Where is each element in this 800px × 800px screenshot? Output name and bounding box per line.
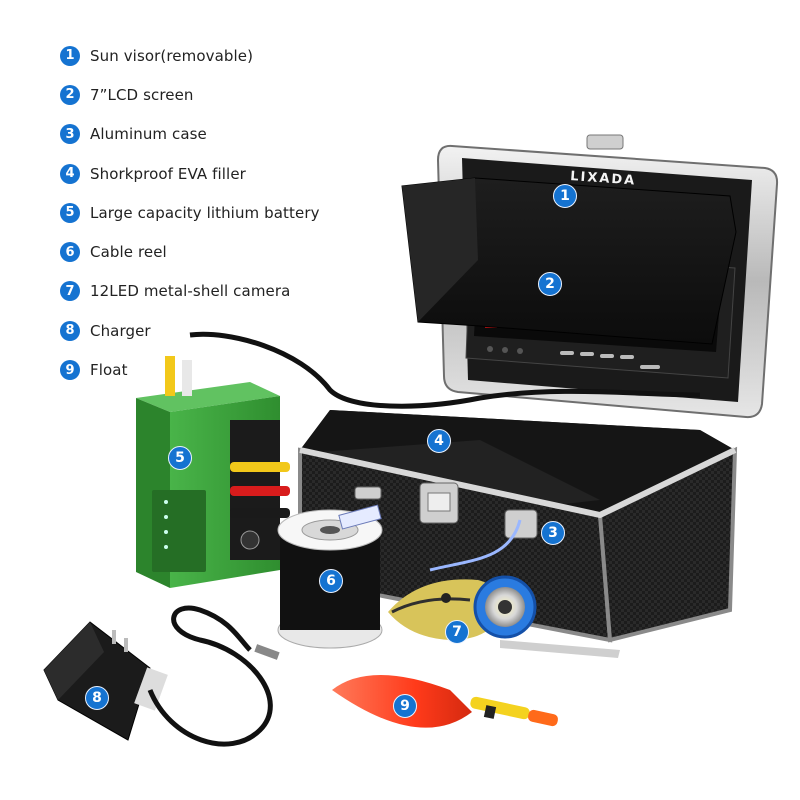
legend-label: Charger xyxy=(90,321,151,340)
legend-number-badge: 2 xyxy=(60,84,80,105)
callout-float: 9 xyxy=(393,694,417,718)
legend-label: Aluminum case xyxy=(90,125,207,144)
legend-number-badge: 8 xyxy=(60,320,80,341)
legend-label: 12LED metal-shell camera xyxy=(90,282,291,301)
brand-logo: LIXADA xyxy=(570,169,637,189)
callout-charger: 8 xyxy=(85,686,109,710)
lithium-battery-box xyxy=(136,356,290,588)
legend-label: Cable reel xyxy=(90,243,167,262)
camera-cable xyxy=(189,331,701,409)
camera-cable-blue xyxy=(429,519,522,572)
float xyxy=(332,675,558,728)
legend-number-badge: 3 xyxy=(60,124,80,145)
cable-reel xyxy=(277,504,383,649)
legend-number-badge: 9 xyxy=(60,360,80,381)
legend-number-badge: 6 xyxy=(60,242,80,263)
legend-item-4: 4 Shorkproof EVA filler xyxy=(60,154,320,193)
callout-battery: 5 xyxy=(168,446,192,470)
fish-camera xyxy=(388,575,620,658)
legend-number-badge: 4 xyxy=(60,163,80,184)
callout-cable-reel: 6 xyxy=(319,569,343,593)
callout-camera: 7 xyxy=(445,620,469,644)
callout-aluminum-case: 3 xyxy=(541,521,565,545)
legend-label: Shorkproof EVA filler xyxy=(90,164,246,183)
legend-label: Large capacity lithium battery xyxy=(90,203,320,222)
legend-number-badge: 1 xyxy=(60,45,80,66)
legend-label: 7”LCD screen xyxy=(90,85,194,104)
legend-label: Sun visor(removable) xyxy=(90,46,254,65)
legend-number-badge: 5 xyxy=(60,202,80,223)
legend-item-9: 9 Float xyxy=(60,350,320,389)
legend-label: Float xyxy=(90,361,128,380)
legend-item-8: 8 Charger xyxy=(60,311,320,350)
legend-item-6: 6 Cable reel xyxy=(60,232,320,271)
sun-visor xyxy=(401,177,737,345)
legend-item-1: 1 Sun visor(removable) xyxy=(60,36,320,75)
component-legend: 1 Sun visor(removable) 2 7”LCD screen 3 Alu… xyxy=(60,36,320,390)
callout-eva-filler: 4 xyxy=(427,429,451,453)
charger xyxy=(43,605,280,747)
legend-item-7: 7 12LED metal-shell camera xyxy=(60,272,320,311)
legend-item-2: 2 7”LCD screen xyxy=(60,75,320,114)
legend-number-badge: 7 xyxy=(60,281,80,302)
callout-sun-visor: 1 xyxy=(553,184,577,208)
callout-lcd-screen: 2 xyxy=(538,272,562,296)
legend-item-5: 5 Large capacity lithium battery xyxy=(60,193,320,232)
legend-item-3: 3 Aluminum case xyxy=(60,115,320,154)
